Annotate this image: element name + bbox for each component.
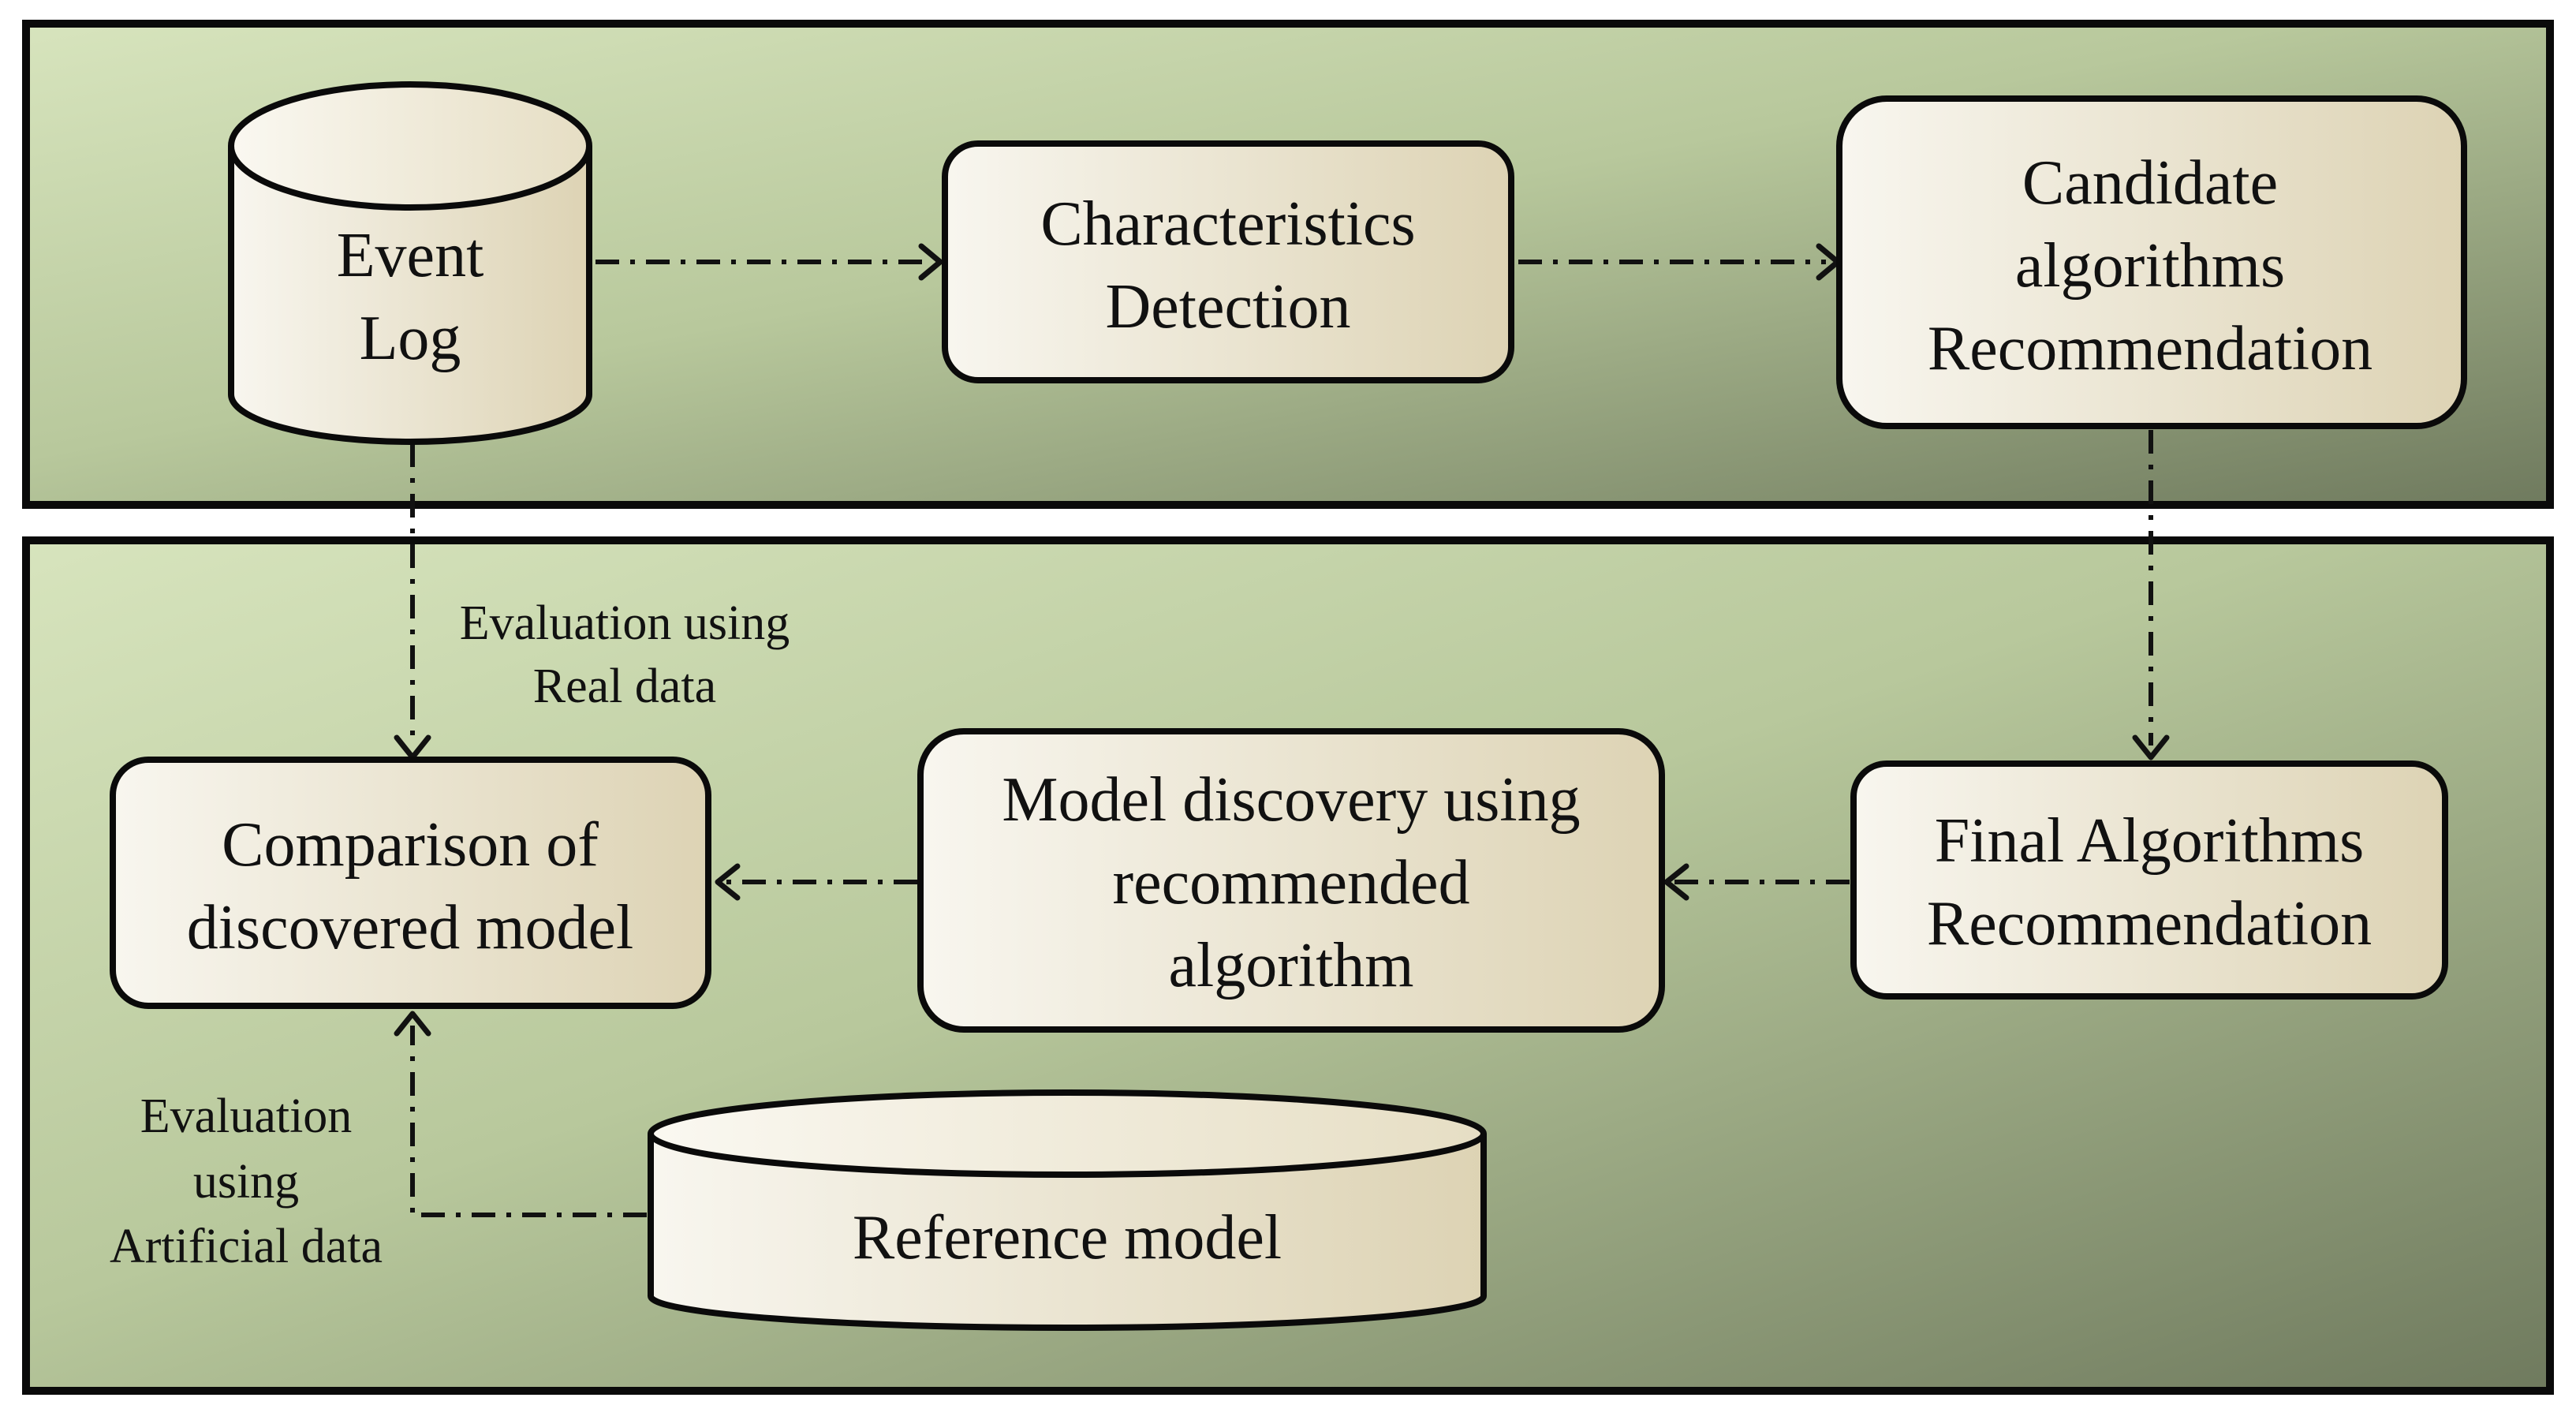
arrowhead-down-icon xyxy=(2132,734,2170,760)
arrowhead-right-icon xyxy=(918,243,943,281)
edge-label-real-data-line-2: Real data xyxy=(533,660,716,713)
node-candidate-line-2: algorithms xyxy=(2015,231,2285,301)
node-comparison-line-1: Comparison of xyxy=(222,810,599,880)
node-event-log-line-2: Log xyxy=(360,304,461,373)
node-candidate-line-1: Candidate xyxy=(2022,148,2278,218)
node-reference-model-label: Reference model xyxy=(853,1203,1282,1272)
node-model-discovery-line-3: algorithm xyxy=(1168,931,1413,1000)
node-candidate-line-3: Recommendation xyxy=(1928,314,2373,383)
edge-label-artificial-data-line-3: Artificial data xyxy=(110,1220,383,1273)
node-characteristics-line-1: Characteristics xyxy=(1040,189,1415,259)
arrowhead-left-icon xyxy=(1663,863,1689,901)
node-reference-model: Reference model xyxy=(648,1089,1487,1331)
node-final-line-1: Final Algorithms xyxy=(1935,806,2365,876)
node-final-line-2: Recommendation xyxy=(1927,889,2372,958)
edge-label-real-data-line-1: Evaluation using xyxy=(460,596,790,650)
node-comparison-line-2: discovered model xyxy=(187,893,633,962)
node-event-log: Event Log xyxy=(228,81,592,445)
node-candidate-algorithms: Candidate algorithms Recommendation xyxy=(1836,95,2467,429)
node-characteristics-detection: Characteristics Detection xyxy=(942,140,1514,383)
node-event-log-line-1: Event xyxy=(337,221,484,290)
edge-label-artificial-data-line-2: using xyxy=(193,1155,299,1209)
node-model-discovery-line-1: Model discovery using xyxy=(1002,765,1580,835)
node-model-discovery-line-2: recommended xyxy=(1112,848,1469,917)
edge-label-real-data: Evaluation using Real data xyxy=(460,596,790,713)
edge-label-artificial-data-line-1: Evaluation xyxy=(140,1089,353,1143)
edge-label-artificial-data: Evaluation using Artificial data xyxy=(110,1089,383,1273)
arrowhead-left-icon xyxy=(715,863,741,901)
node-model-discovery: Model discovery using recommended algori… xyxy=(917,728,1665,1033)
node-final-algorithms: Final Algorithms Recommendation xyxy=(1850,760,2448,1000)
edge-reference-to-comparison xyxy=(410,1026,647,1217)
node-characteristics-line-2: Detection xyxy=(1106,272,1351,342)
arrowhead-up-icon xyxy=(394,1011,431,1037)
node-comparison: Comparison of discovered model xyxy=(110,757,711,1009)
